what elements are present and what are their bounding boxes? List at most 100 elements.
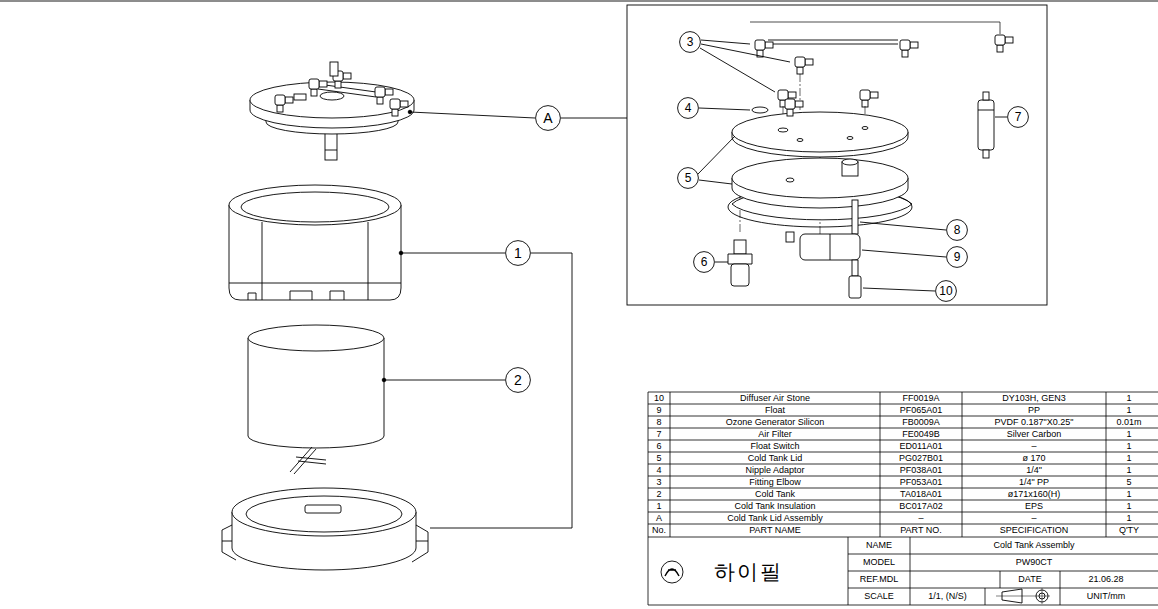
callout-circle: A	[535, 105, 561, 131]
table-rule	[1060, 571, 1061, 605]
table-cell: –	[880, 512, 962, 524]
table-cell: Cold Tank Assembly	[910, 537, 1158, 554]
table-rule	[648, 476, 1158, 477]
callout-circle: 10	[935, 280, 957, 302]
callout-ring	[506, 368, 531, 393]
lid-assembly	[250, 62, 535, 160]
callout-number: A	[543, 111, 552, 125]
table-cell: 1	[1106, 452, 1152, 464]
callout-ring	[680, 32, 701, 53]
table-cell: 3	[648, 476, 670, 488]
table-rule	[648, 464, 1158, 465]
table-rule	[648, 605, 1158, 606]
table-cell: 5	[648, 452, 670, 464]
table-cell: 1	[1106, 512, 1152, 524]
table-cell: Diffuser Air Stone	[670, 392, 880, 404]
table-cell: 1	[1106, 404, 1152, 416]
table-cell: PF065A01	[880, 404, 962, 416]
table-cell: FB0009A	[880, 416, 962, 428]
cold-tank	[248, 325, 505, 474]
callout-ring	[678, 168, 699, 189]
table-header: SPECIFICATION	[962, 524, 1106, 537]
callout-circle: 6	[693, 251, 715, 273]
table-rule	[648, 404, 1158, 405]
table-cell: REF.MDL	[848, 571, 910, 588]
logo-text: 하이필	[686, 555, 810, 589]
table-cell: 0.01m	[1106, 416, 1152, 428]
table-cell: UNIT/mm	[1060, 588, 1152, 605]
table-cell: 1/1, (N/S)	[910, 588, 985, 605]
table-rule	[648, 524, 1158, 525]
table-cell: 8	[648, 416, 670, 428]
callout-ring	[536, 106, 561, 131]
table-cell: 7	[648, 428, 670, 440]
table-cell: 9	[648, 404, 670, 416]
table-cell: 1	[1106, 464, 1152, 476]
table-cell: Cold Tank Lid Assembly	[670, 512, 880, 524]
table-cell: Fitting Elbow	[670, 476, 880, 488]
table-cell: 1	[1106, 428, 1152, 440]
lid-detail-inset	[561, 5, 1047, 305]
table-cell: ED011A01	[880, 440, 962, 452]
table-cell: Air Filter	[670, 428, 880, 440]
table-rule	[848, 554, 1158, 555]
table-cell: BC017A02	[880, 500, 962, 512]
table-cell: 1	[1106, 500, 1152, 512]
table-rule	[648, 428, 1158, 429]
table-rule	[648, 488, 1158, 489]
table-rule	[848, 588, 1158, 589]
table-cell: 1	[1106, 392, 1152, 404]
table-cell: EPS	[962, 500, 1106, 512]
table-rule	[910, 537, 911, 605]
tank-base	[222, 488, 428, 570]
table-rule	[648, 392, 1158, 393]
table-header: PART NAME	[670, 524, 880, 537]
table-rule	[962, 392, 963, 537]
table-cell: NAME	[848, 537, 910, 554]
table-cell: Float Switch	[670, 440, 880, 452]
callout-ring	[678, 98, 699, 119]
callout-ring	[947, 247, 968, 268]
table-cell: ø171x160(H)	[962, 488, 1106, 500]
logo-mark	[661, 561, 683, 583]
callout-number: 2	[514, 373, 522, 387]
callout-ring	[1008, 107, 1029, 128]
table-rule	[1106, 392, 1107, 537]
table-cell: A	[648, 512, 670, 524]
callout-number: 1	[514, 246, 522, 260]
table-cell: 1/4" PP	[962, 476, 1106, 488]
table-cell: 5	[1106, 476, 1152, 488]
callout-number: 4	[685, 102, 692, 114]
table-rule	[848, 571, 1158, 572]
table-rule	[648, 537, 649, 605]
callout-number: 5	[685, 172, 692, 184]
callout-number: 3	[687, 36, 694, 48]
table-rule	[880, 392, 881, 537]
callout-circle: 4	[677, 97, 699, 119]
table-rule	[648, 452, 1158, 453]
insulation	[229, 185, 572, 528]
table-rule	[648, 500, 1158, 501]
table-cell: 1	[648, 500, 670, 512]
callout-number: 8	[954, 224, 961, 236]
frame-line	[0, 1, 1158, 2]
callout-ring	[506, 241, 531, 266]
table-cell: TA018A01	[880, 488, 962, 500]
table-rule	[670, 392, 671, 537]
callout-ring	[694, 252, 715, 273]
table-cell: Ozone Generator Silicon	[670, 416, 880, 428]
projection-symbol	[996, 588, 1050, 604]
table-header: PART NO.	[880, 524, 962, 537]
table-cell: MODEL	[848, 554, 910, 571]
callout-circle: 3	[679, 31, 701, 53]
callout-circle: 5	[677, 167, 699, 189]
table-cell: DATE	[1000, 571, 1060, 588]
table-cell: Silver Carbon	[962, 428, 1106, 440]
table-cell: 1/4"	[962, 464, 1106, 476]
callout-number: 6	[701, 256, 708, 268]
callout-circle: 2	[505, 367, 531, 393]
table-cell: PW90CT	[910, 554, 1158, 571]
callout-number: 7	[1015, 111, 1022, 123]
table-cell: PF053A01	[880, 476, 962, 488]
